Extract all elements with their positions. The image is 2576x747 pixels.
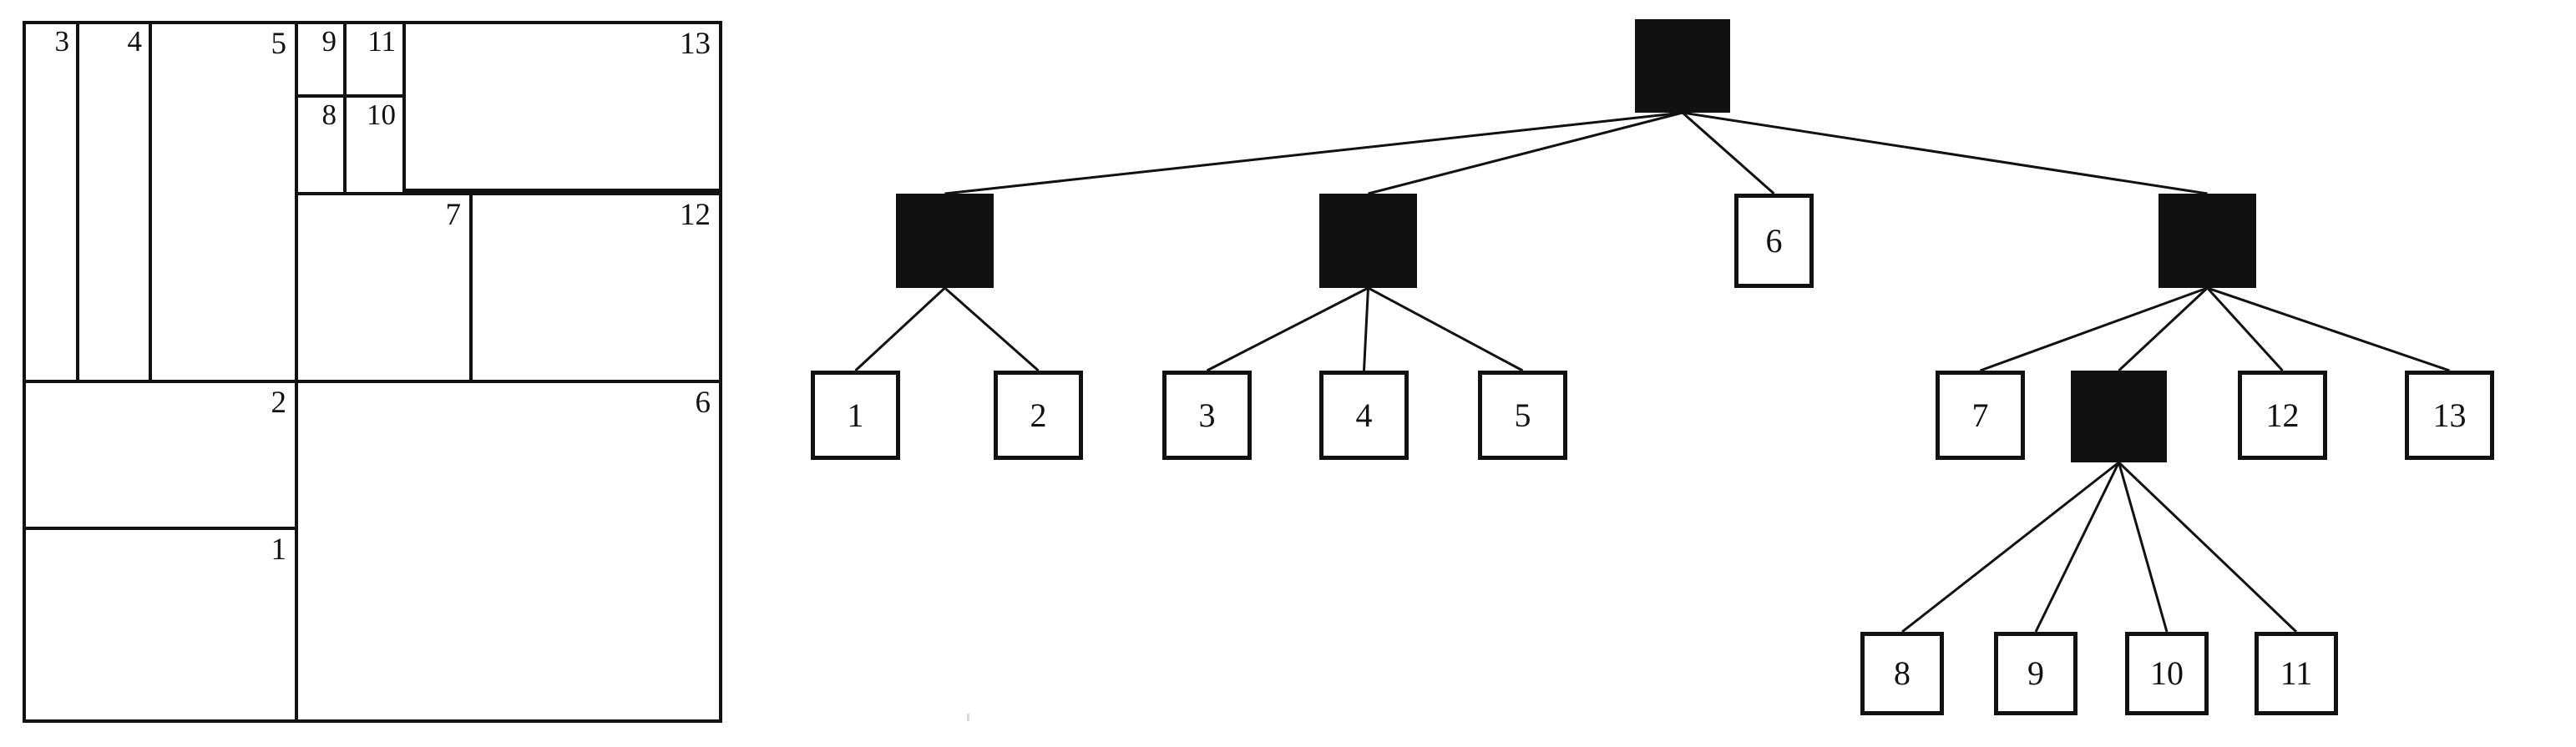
- tree-node-label: 8: [1894, 654, 1910, 692]
- tree-edge: [1682, 111, 1775, 195]
- tree-node-label: 2: [1030, 396, 1047, 434]
- tree-edge: [854, 286, 946, 372]
- tree-edge: [2118, 286, 2209, 372]
- tree-internal-node-n-c: [2158, 194, 2256, 288]
- tree-leaf-2: 2: [994, 371, 1083, 460]
- partition-cell-2: 2: [23, 380, 298, 530]
- partition-cell-label: 12: [680, 198, 711, 232]
- tree-leaf-7: 7: [1936, 371, 2025, 460]
- rectangle-dissection: 3 4 5 9 11 13 8 10 7 12 2 1 6: [23, 21, 722, 723]
- tree-edges-layer: [854, 111, 2450, 633]
- tree-node-label: 5: [1514, 396, 1531, 434]
- tree-internal-node-n-a: [896, 194, 994, 288]
- tree-node-label: 12: [2265, 396, 2300, 434]
- tree-edge: [2206, 286, 2284, 372]
- tree-node-label: 4: [1355, 396, 1373, 434]
- tree-edge: [1368, 111, 1683, 195]
- partition-cell-4: 4: [76, 21, 152, 383]
- tree-edge: [1901, 461, 2120, 633]
- tree-edge: [1682, 111, 2208, 195]
- tree-leaf-3: 3: [1162, 371, 1252, 460]
- tree-internal-node-n-d: [2071, 371, 2167, 462]
- tree-leaf-11: 11: [2255, 632, 2338, 715]
- partition-cell-label: 3: [54, 25, 70, 58]
- partition-cell-label: 2: [271, 386, 287, 420]
- tree-node-label: 11: [2280, 654, 2313, 692]
- tree-edge: [1979, 286, 2209, 372]
- tree-leaf-12: 12: [2238, 371, 2327, 460]
- tree-edge: [2118, 462, 2169, 633]
- tree-edge: [1206, 286, 1369, 372]
- partition-cell-8: 8: [295, 94, 347, 195]
- partition-cell-label: 8: [321, 98, 337, 131]
- tree-edge: [2207, 286, 2450, 372]
- tree-edge: [2118, 461, 2298, 633]
- tree-edge: [2034, 462, 2120, 633]
- partition-cell-13: 13: [402, 21, 722, 192]
- partition-cell-12: 12: [469, 192, 722, 383]
- tree-internal-node-n-root: [1635, 19, 1730, 113]
- partition-cell-7: 7: [295, 192, 473, 383]
- tree-leaf-9: 9: [1994, 632, 2078, 715]
- tree-node-label: 7: [1971, 396, 1989, 434]
- partition-cell-label: 5: [271, 27, 287, 61]
- tree-internal-node-n-b: [1319, 194, 1417, 288]
- partition-cell-label: 13: [680, 27, 711, 61]
- tree-leaf-10: 10: [2125, 632, 2209, 715]
- partition-cell-6: 6: [295, 380, 722, 723]
- tree-node-label: 1: [847, 396, 864, 434]
- partition-cell-11: 11: [343, 21, 406, 98]
- scan-speck: [967, 714, 969, 721]
- tree-leaf-1: 1: [811, 371, 900, 460]
- tree-leaf-6: 6: [1734, 194, 1814, 288]
- partition-cell-5: 5: [149, 21, 298, 383]
- tree-edge: [944, 111, 1683, 195]
- partition-cell-9: 9: [295, 21, 347, 98]
- partition-cell-label: 7: [445, 198, 462, 232]
- partition-cell-1: 1: [23, 527, 298, 723]
- partition-cell-10: 10: [343, 94, 406, 195]
- tree-leaf-8: 8: [1860, 632, 1944, 715]
- partition-cell-label: 4: [127, 25, 143, 58]
- partition-cell-label: 6: [695, 386, 711, 420]
- tree-edge: [1367, 286, 1524, 372]
- tree-node-label: 9: [2027, 654, 2044, 692]
- partition-cell-label: 11: [367, 25, 396, 58]
- tree-edge: [944, 286, 1040, 372]
- tree-leaf-5: 5: [1478, 371, 1567, 460]
- partition-cell-3: 3: [23, 21, 79, 383]
- tree-edge: [1363, 287, 1369, 371]
- tree-leaf-13: 13: [2405, 371, 2494, 460]
- partition-cell-label: 10: [367, 98, 396, 131]
- partition-cell-label: 1: [271, 532, 287, 567]
- tree-node-label: 10: [2150, 654, 2184, 692]
- tree-leaf-4: 4: [1319, 371, 1409, 460]
- tree-node-label: 13: [2432, 396, 2467, 434]
- tree-node-label: 3: [1198, 396, 1216, 434]
- partition-cell-label: 9: [321, 25, 337, 58]
- tree-node-label: 6: [1765, 221, 1783, 260]
